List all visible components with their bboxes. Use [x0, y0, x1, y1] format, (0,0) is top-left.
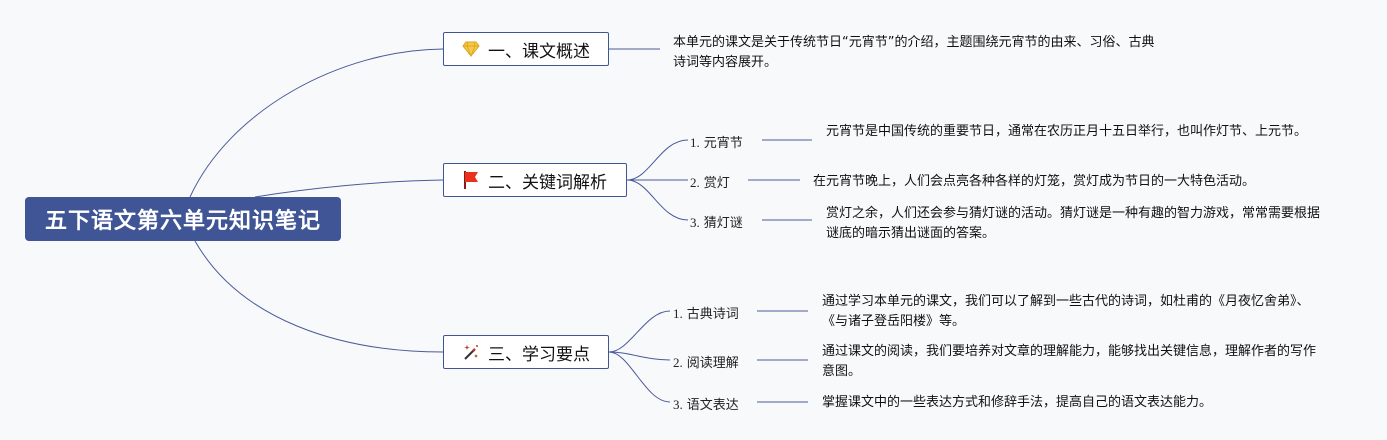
keyword-description: 元宵节是中国传统的重要节日，通常在农历正月十五日举行，也叫作灯节、上元节。 — [826, 124, 1308, 139]
magic-wand-icon — [460, 341, 482, 363]
key-point-description: 通过学习本单元的课文，我们可以了解到一些古代的诗词，如杜甫的《月夜忆舍弟》、《与… — [822, 294, 1310, 329]
key-point-item-expression[interactable]: 3.语文表达 — [673, 397, 739, 413]
branch-label: 二、关键词解析 — [488, 172, 607, 193]
keyword-item-yuanxiaojie[interactable]: 1.元宵节 — [690, 135, 743, 151]
key-point-description: 掌握课文中的一些表达方式和修辞手法，提高自己的语文表达能力。 — [822, 395, 1213, 410]
overview-description: 本单元的课文是关于传统节日“元宵节”的介绍，主题围绕元宵节的由来、习俗、古典诗词… — [673, 35, 1155, 70]
branch-label: 一、课文概述 — [488, 41, 590, 62]
key-point-description: 通过课文的阅读，我们要培养对文章的理解能力，能够找出关键信息，理解作者的写作意图… — [822, 344, 1317, 379]
keyword-description: 赏灯之余，人们还会参与猜灯谜的活动。猜灯谜是一种有趣的智力游戏，常常需要根据谜底… — [826, 206, 1321, 241]
keyword-item-caidengmi[interactable]: 3.猜灯谜 — [690, 215, 743, 231]
diamond-icon — [460, 38, 482, 60]
branch-label: 三、学习要点 — [488, 344, 590, 365]
keyword-item-shangdeng[interactable]: 2.赏灯 — [690, 175, 730, 191]
root-title: 五下语文第六单元知识笔记 — [44, 209, 321, 234]
red-flag-icon — [460, 169, 482, 191]
branch-keywords[interactable]: 二、关键词解析 — [443, 163, 627, 197]
key-point-item-reading[interactable]: 2.阅读理解 — [673, 355, 739, 371]
key-point-item-poetry[interactable]: 1.古典诗词 — [673, 306, 739, 322]
root-node[interactable]: 五下语文第六单元知识笔记 — [25, 197, 341, 241]
branch-overview[interactable]: 一、课文概述 — [443, 32, 609, 66]
keyword-description: 在元宵节晚上，人们会点亮各种各样的灯笼，赏灯成为节日的一大特色活动。 — [813, 174, 1256, 189]
branch-key-points[interactable]: 三、学习要点 — [443, 335, 609, 369]
